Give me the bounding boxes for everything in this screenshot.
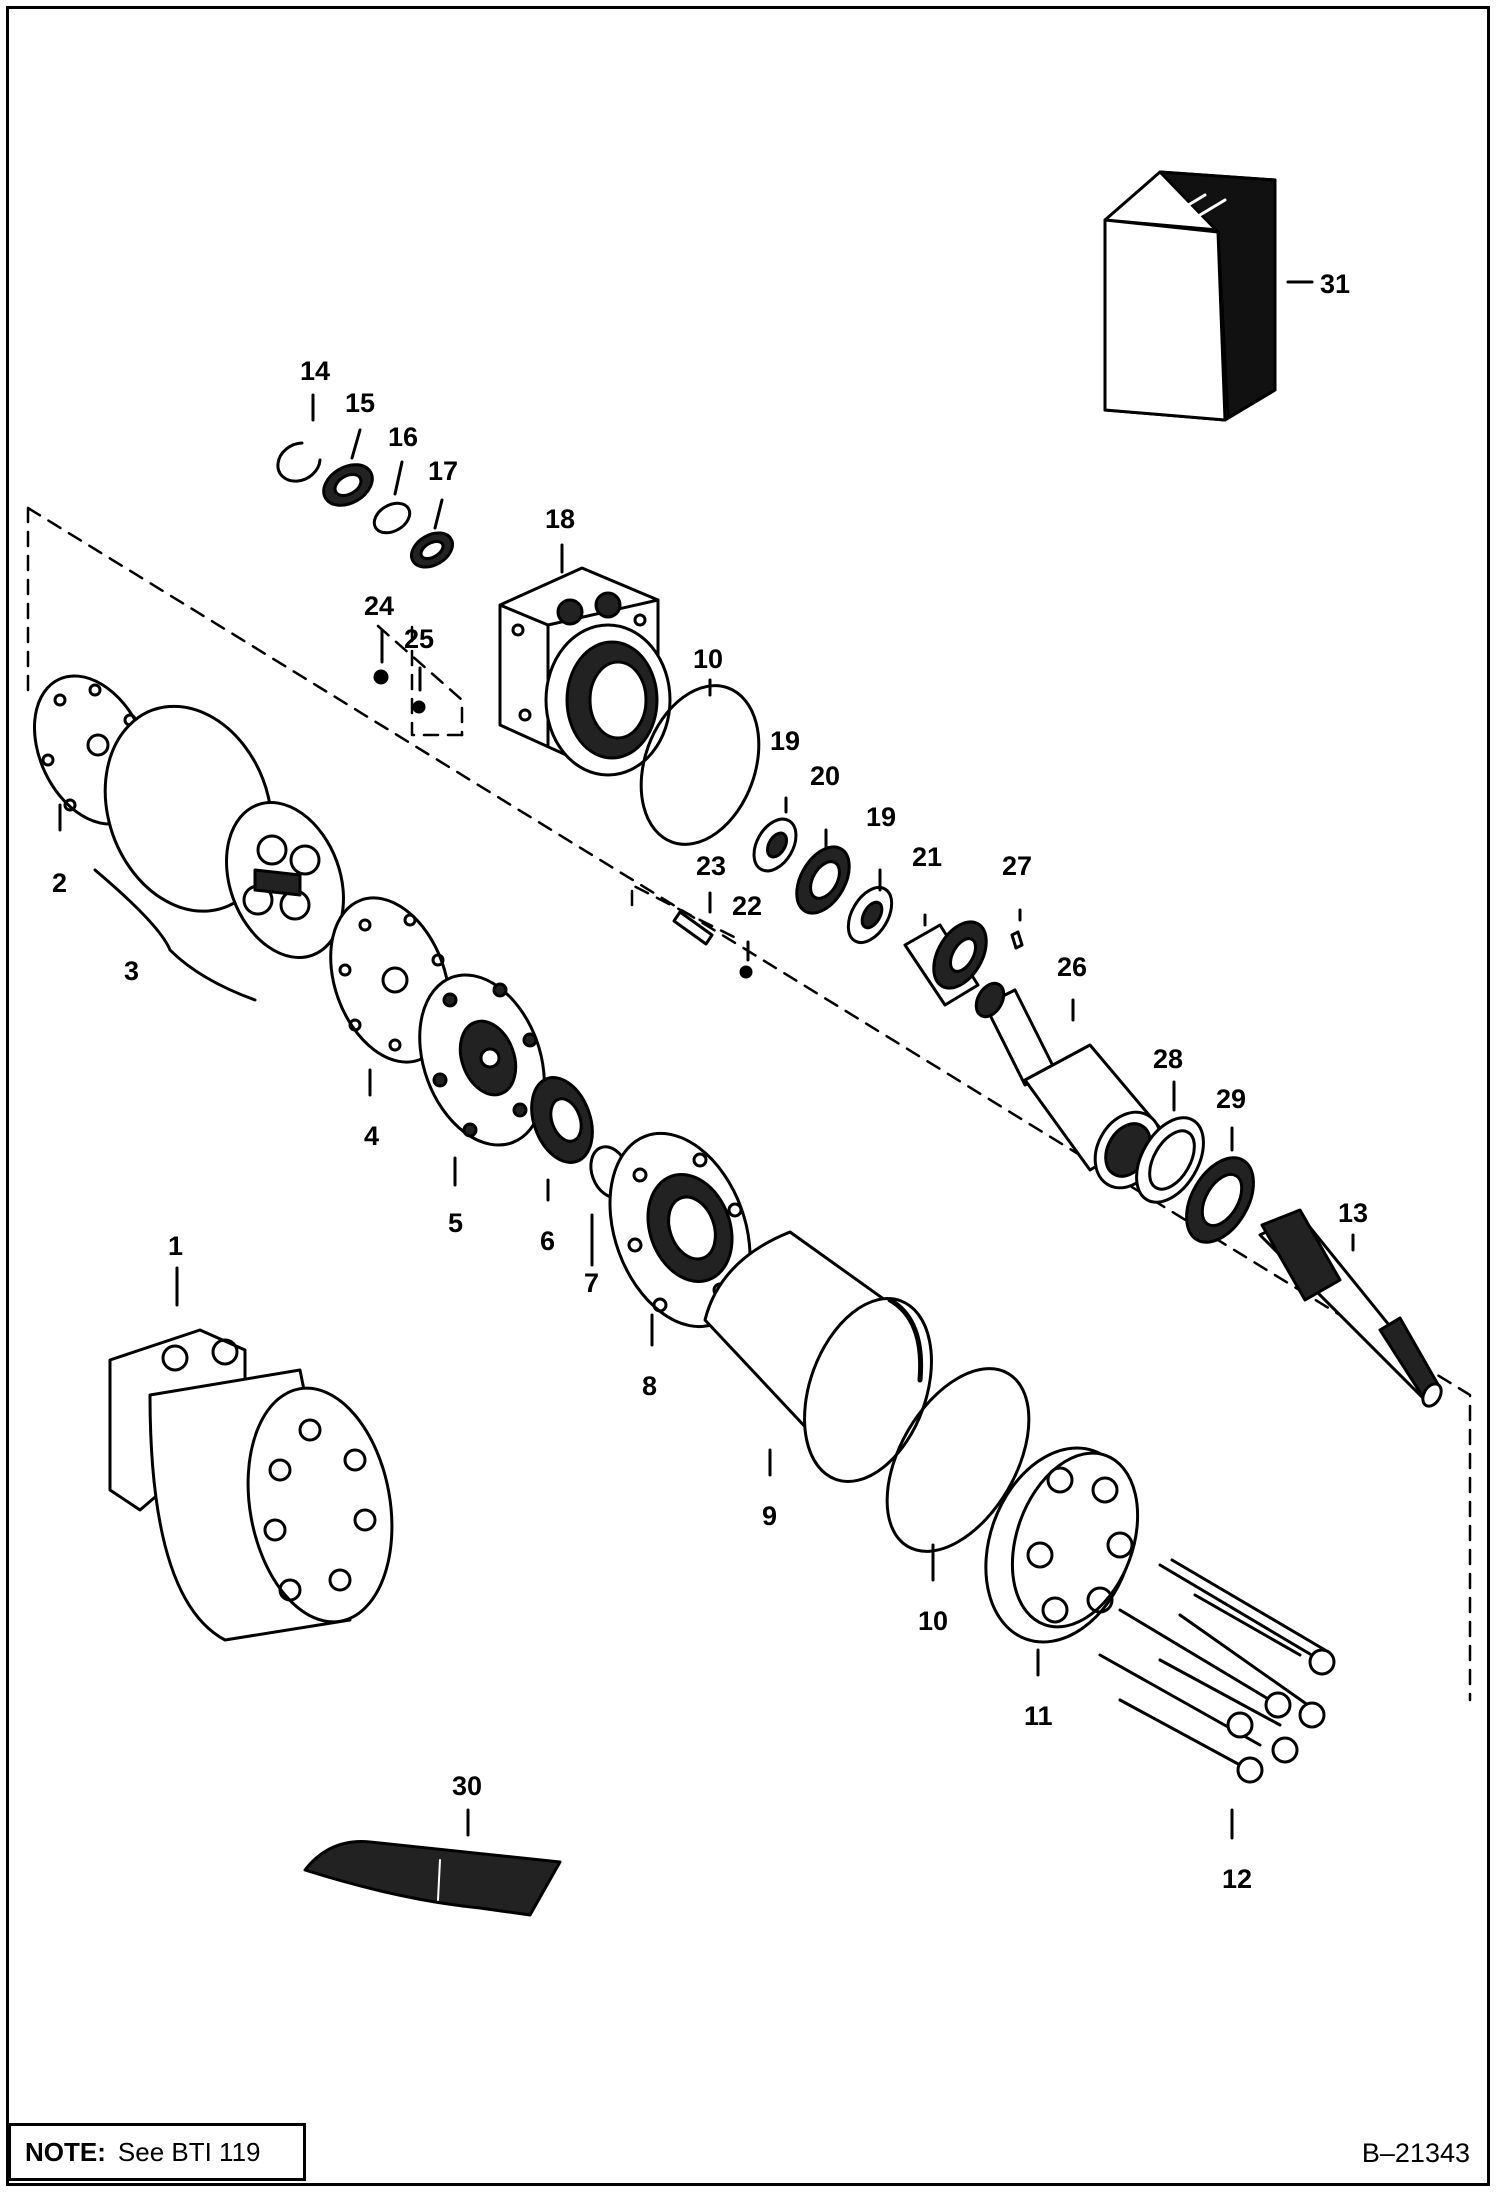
leader-lines [58, 280, 1355, 1840]
part-30-decal [303, 1840, 562, 1917]
note-text: See BTI 119 [117, 2136, 261, 2167]
part-6-bearing [530, 1076, 594, 1164]
callout-24: 24 [364, 591, 394, 621]
assembly-axis-lines [26, 506, 1472, 1702]
part-25-ball [412, 700, 426, 714]
callout-23: 23 [696, 851, 726, 881]
part-23-pin [672, 910, 714, 946]
part-24-ball [373, 669, 389, 685]
callout-1: 1 [168, 1231, 183, 1261]
part-20-thrust-bearing [795, 845, 851, 915]
part-1-motor-assembly [108, 1328, 394, 1642]
note-box: NOTE: See BTI 119 [8, 2123, 306, 2181]
part-17-seal [410, 531, 454, 569]
callout-31: 31 [1320, 269, 1350, 299]
callout-12: 12 [1222, 1864, 1252, 1894]
callout-20: 20 [810, 761, 840, 791]
callout-19-b: 19 [866, 802, 896, 832]
callout-2: 2 [52, 868, 67, 898]
part-27-key [1010, 930, 1024, 950]
callout-5: 5 [448, 1208, 463, 1238]
callout-19-a: 19 [770, 726, 800, 756]
callout-30: 30 [452, 1771, 482, 1801]
part-3-gear-set [93, 704, 345, 1002]
part-31-box [1103, 170, 1277, 422]
part-16-o-ring [372, 501, 412, 535]
callout-16: 16 [388, 422, 418, 452]
callout-17: 17 [428, 456, 458, 486]
callout-14: 14 [300, 356, 330, 386]
callout-10-upper: 10 [693, 644, 723, 674]
part-19-washer-b [846, 886, 894, 944]
callout-4: 4 [364, 1121, 379, 1151]
callout-21: 21 [912, 842, 942, 872]
callout-25: 25 [404, 624, 434, 654]
figure-id: B–21343 [1361, 2138, 1470, 2168]
callout-27: 27 [1002, 851, 1032, 881]
part-29-seal [1185, 1156, 1255, 1244]
part-14-snap-ring [276, 441, 322, 483]
part-22-ball [739, 965, 753, 979]
callout-8: 8 [642, 1371, 657, 1401]
part-10-o-ring-upper [639, 684, 761, 846]
part-28-seal [1135, 1116, 1205, 1204]
callout-13: 13 [1338, 1198, 1368, 1228]
part-18-housing [498, 566, 672, 777]
callout-11: 11 [1024, 1701, 1053, 1731]
part-21-needle-bearing [903, 920, 988, 1007]
part-10-o-ring-lower [885, 1367, 1031, 1553]
part-15-washer [322, 463, 374, 507]
callout-7: 7 [584, 1268, 599, 1298]
callout-3: 3 [124, 956, 139, 986]
callout-10-lower: 10 [918, 1606, 948, 1636]
part-5-manifold-plate [418, 973, 546, 1147]
part-12-bolts [1098, 1558, 1336, 1784]
part-19-washer-a [752, 817, 798, 873]
callout-labels: 31 14 15 16 17 18 24 25 10 19 20 19 21 2… [52, 269, 1368, 1894]
drawing-border [6, 6, 1490, 2186]
callout-18: 18 [545, 504, 575, 534]
part-9-housing-sleeve [703, 1230, 933, 1483]
callout-29: 29 [1216, 1084, 1246, 1114]
part-11-end-cap [984, 1446, 1140, 1644]
callout-28: 28 [1153, 1044, 1183, 1074]
callout-26: 26 [1057, 952, 1087, 982]
callout-9: 9 [762, 1501, 777, 1531]
callout-22: 22 [732, 891, 762, 921]
callout-15: 15 [345, 388, 375, 418]
note-label: NOTE: [25, 2136, 106, 2167]
callout-6: 6 [540, 1226, 555, 1256]
part-13-output-shaft [1258, 1208, 1443, 1408]
